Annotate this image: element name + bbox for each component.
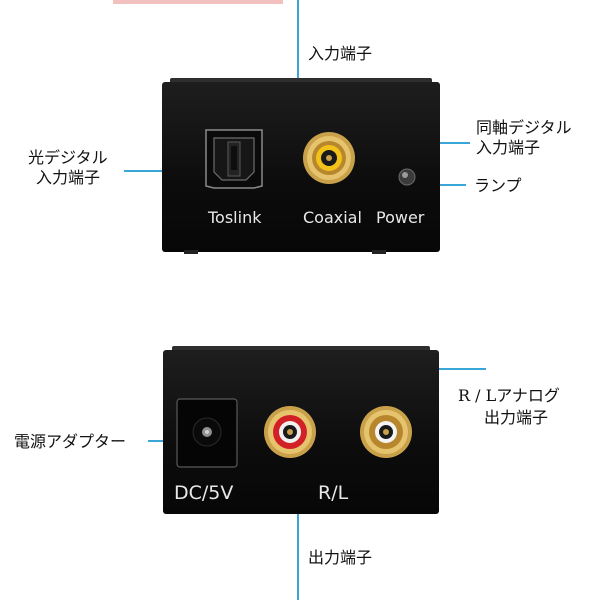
dc-jack-icon	[176, 398, 238, 468]
coaxial-input-callout-line2: 入力端子	[476, 138, 541, 157]
rca-right-red-port	[262, 404, 318, 460]
output-callout: 出力端子	[308, 548, 373, 567]
coaxial-input-callout-line1: 同軸デジタル	[476, 118, 572, 137]
power-label: Power	[376, 208, 425, 227]
top-input-callout: 入力端子	[308, 44, 373, 63]
optical-input-callout-line1: 光デジタル	[28, 148, 108, 167]
top-callout-line	[297, 0, 299, 78]
top-device-foot-left	[184, 250, 198, 254]
dc-5v-label: DC/5V	[174, 482, 234, 504]
top-device-foot-right	[372, 250, 386, 254]
rl-label: R/L	[318, 482, 349, 504]
rl-analog-callout-line1: R / Lアナログ	[458, 386, 560, 405]
lamp-callout: ランプ	[474, 176, 522, 195]
coaxial-port	[301, 130, 357, 186]
dc-jack	[176, 398, 238, 468]
coaxial-port-icon	[303, 132, 355, 184]
power-led	[398, 168, 416, 186]
red-rca-icon	[264, 406, 316, 458]
toslink-port	[204, 128, 264, 190]
power-adapter-callout: 電源アダプター	[14, 432, 127, 451]
toslink-port-icon	[205, 129, 263, 189]
optical-input-callout-line2: 入力端子	[36, 168, 101, 187]
bottom-callout-line	[297, 512, 299, 600]
power-led-icon	[398, 168, 416, 186]
toslink-label: Toslink	[208, 208, 262, 227]
top-accent-bar	[113, 0, 283, 4]
white-rca-icon	[360, 406, 412, 458]
lamp-callout-line	[418, 184, 466, 186]
rca-left-white-port	[358, 404, 414, 460]
rl-analog-callout-line2: 出力端子	[484, 408, 549, 427]
coaxial-label: Coaxial	[303, 208, 362, 227]
